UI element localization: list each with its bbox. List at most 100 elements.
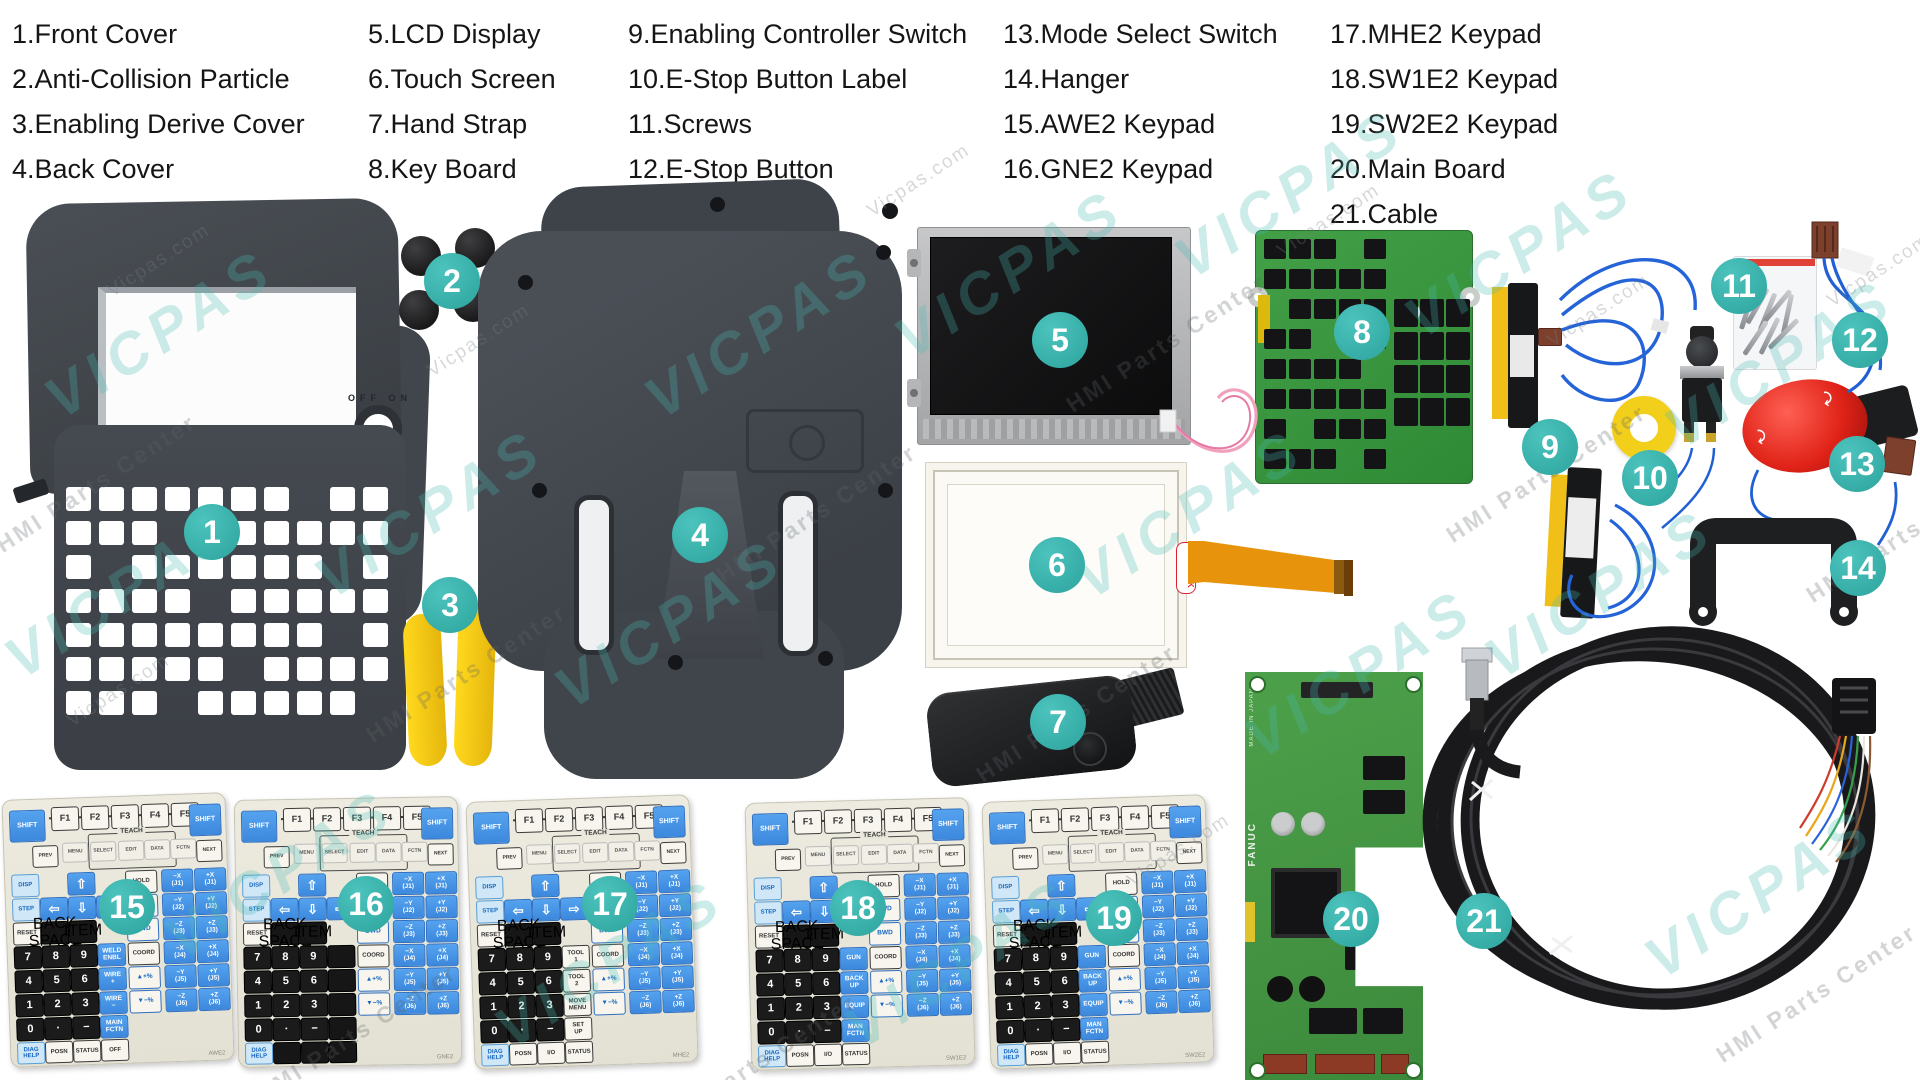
key-blank <box>327 944 356 969</box>
enabling-controller-switch-b <box>1544 466 1624 620</box>
legend-item: 21.Cable <box>1330 199 1439 229</box>
key-2: 2 <box>784 996 814 1020</box>
key-hole <box>264 657 289 681</box>
key-hole <box>99 657 124 681</box>
key-pad-chip <box>1314 269 1336 289</box>
key-pad-chip <box>1264 389 1286 409</box>
screw-hole <box>878 483 893 498</box>
key-−: − <box>1051 1017 1081 1042</box>
key-STATUS: STATUS <box>564 1040 594 1064</box>
mount-hole <box>1249 1062 1266 1079</box>
key-hole <box>297 521 322 545</box>
key-8: 8 <box>41 944 71 969</box>
key-STATUS: STATUS <box>841 1042 871 1066</box>
key-hole <box>297 555 322 579</box>
key-−XJ4: −X(J4) <box>393 943 426 968</box>
key-hole <box>264 691 289 715</box>
key-I/O: I/O <box>1052 1041 1082 1065</box>
key-5: 5 <box>271 969 301 994</box>
key-+XJ4: +X(J4) <box>196 939 230 964</box>
nav-key-FCTN: FCTN <box>1149 840 1177 862</box>
nav-key-SELECT: SELECT <box>553 843 581 864</box>
shift-key: SHIFT <box>188 803 222 837</box>
switch-knob <box>1686 336 1718 368</box>
screw-hole <box>710 197 725 212</box>
key-pad-chip <box>1289 269 1311 289</box>
fkey-F4: F4 <box>1120 805 1150 831</box>
board-connector <box>1301 682 1373 698</box>
front-cover-key-holes <box>66 487 400 727</box>
key-1: 1 <box>479 995 508 1020</box>
key-hole <box>165 657 190 681</box>
key-COORD: COORD <box>869 945 902 970</box>
key-hole <box>330 521 355 545</box>
key-2: 2 <box>507 994 536 1019</box>
key-pad-chip <box>1314 359 1336 379</box>
lcd-mount-tab <box>907 379 921 407</box>
legend-item: 8.Key Board <box>368 154 517 184</box>
legend-item: 6.Touch Screen <box>368 64 556 94</box>
fkey-F1: F1 <box>50 806 80 832</box>
key-pad-chip <box>1364 269 1386 289</box>
key-DISP: DISP <box>241 874 271 898</box>
switch-connector <box>1538 328 1562 346</box>
key-+%: ▲+% <box>592 967 626 992</box>
enabling-controller-switch-a <box>1492 283 1564 428</box>
key-−XJ1: −X(J1) <box>160 868 194 893</box>
legend-item: 9.Enabling Controller Switch <box>628 19 968 49</box>
key-hole <box>66 623 91 647</box>
keypad-model-label: GNE2 <box>436 1054 454 1061</box>
key-−XJ1: −X(J1) <box>903 873 937 897</box>
nav-key-NEXT: NEXT <box>195 839 223 863</box>
key-pad-chip <box>1264 239 1286 259</box>
keypad-model-label: MHE2 <box>672 1052 690 1059</box>
front-cover-off-on-label: OFF ON <box>347 393 412 403</box>
key-·: · <box>785 1020 814 1044</box>
key-hole <box>198 657 223 681</box>
key-COORD: COORD <box>591 943 625 968</box>
key-ITEM: ITEM <box>806 923 844 948</box>
key-+XJ1: +X(J1) <box>193 867 227 892</box>
key-−XJ4: −X(J4) <box>1143 942 1177 967</box>
key-hole <box>132 487 157 511</box>
back-cover-panel <box>746 409 864 473</box>
key-+ZJ6: +Z(J6) <box>662 989 695 1014</box>
key-−ZJ6: −Z(J6) <box>165 988 198 1013</box>
fkey-F2: F2 <box>312 807 342 832</box>
key-5: 5 <box>1022 970 1052 995</box>
shift-key: SHIFT <box>931 808 965 842</box>
fkey-F2: F2 <box>80 805 110 831</box>
key-9: 9 <box>533 945 563 970</box>
key-+ZJ6: +Z(J6) <box>427 991 460 1015</box>
key-−XJ4: −X(J4) <box>905 944 938 969</box>
legend-item: 1.Front Cover <box>12 19 178 49</box>
key-pad-chip <box>1264 419 1286 439</box>
key-+XJ1: +X(J1) <box>936 872 970 896</box>
nav-key-MENU: MENU <box>293 843 320 864</box>
key-COORD: COORD <box>357 944 390 968</box>
key-−: − <box>535 1017 565 1042</box>
key-−ZJ3: −Z(J3) <box>392 919 426 944</box>
watermark-site: Vicpas.com <box>1823 229 1920 312</box>
fkey-F4: F4 <box>140 803 170 829</box>
key-hole <box>363 555 388 579</box>
key-−YJ5: −Y(J5) <box>1144 966 1178 991</box>
part-badge-front-cover: 1 <box>184 504 240 560</box>
key-hole <box>330 487 355 511</box>
cable-coil <box>1422 626 1876 1010</box>
key-−: − <box>813 1019 842 1044</box>
watermark-sub: HMI Parts Center <box>1711 918 1920 1068</box>
cable-breakout-wires <box>1799 735 1872 863</box>
switch-terminal <box>1706 422 1716 442</box>
nav-key-PREV: PREV <box>774 848 802 872</box>
shift-key: SHIFT <box>8 809 46 843</box>
key-8: 8 <box>783 948 812 973</box>
screw-hole <box>818 651 833 666</box>
key-blank <box>328 992 357 1017</box>
legend-item: 20.Main Board <box>1330 154 1506 184</box>
